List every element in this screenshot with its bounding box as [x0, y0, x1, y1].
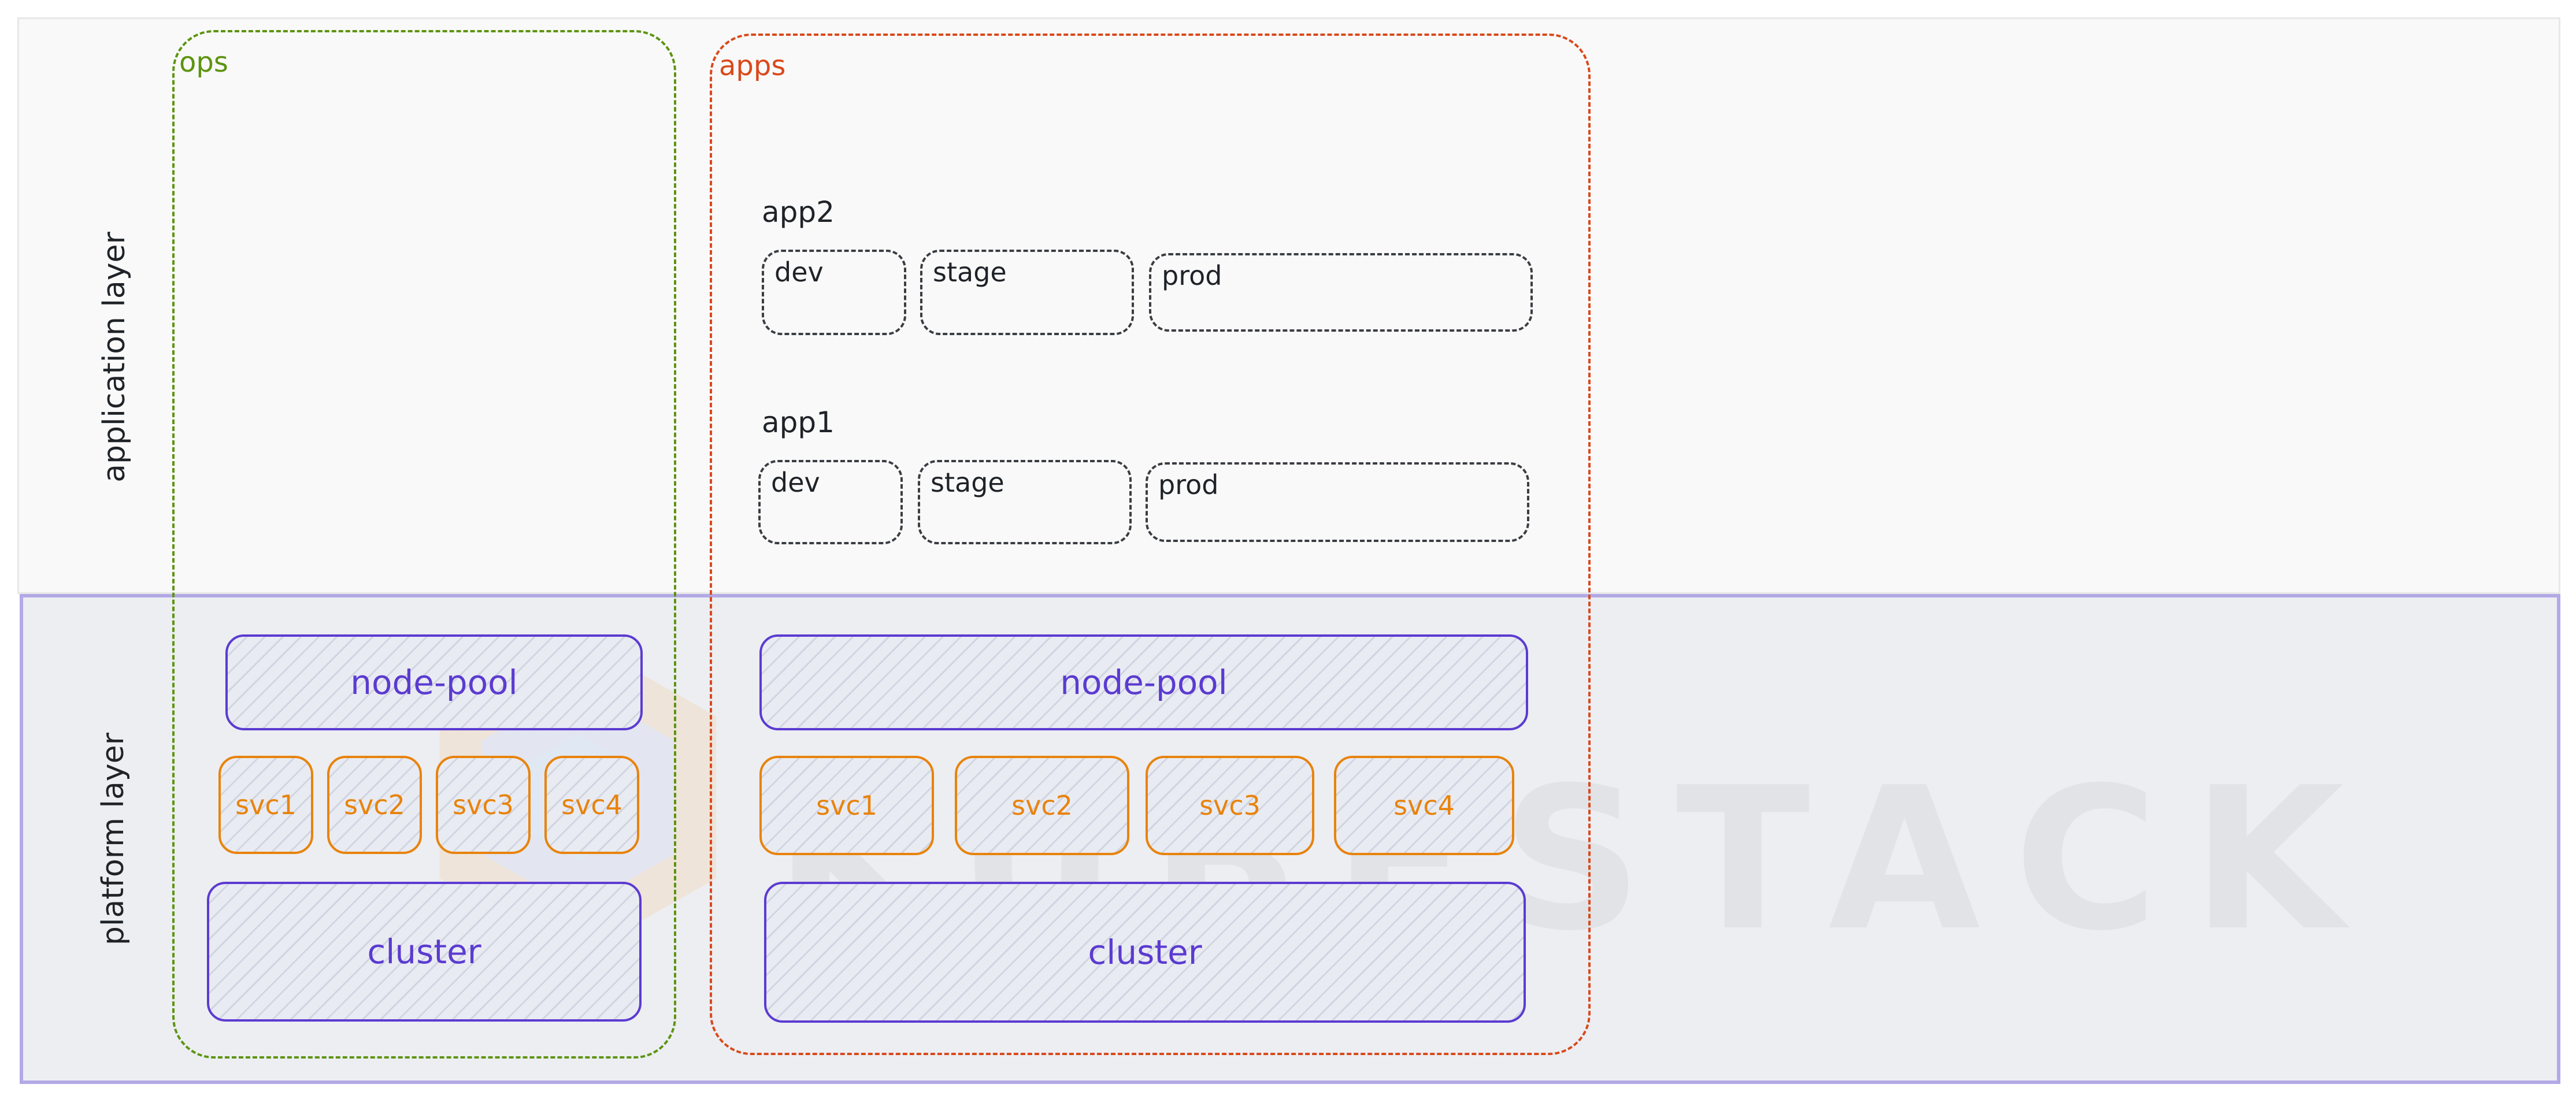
app1-title: app1 — [762, 406, 835, 439]
apps-service-svc3: svc3 — [1146, 756, 1314, 855]
env-label: stage — [931, 467, 1005, 498]
app1-env-stage: stage — [918, 460, 1132, 544]
ops-group-title: ops — [179, 46, 228, 79]
platform-layer-label: platform layer — [96, 733, 131, 945]
env-label: dev — [774, 257, 824, 288]
apps-service-svc1: svc1 — [759, 756, 934, 855]
apps-node-pool: node-pool — [759, 634, 1528, 730]
ops-service-svc4: svc4 — [544, 756, 639, 854]
app1-env-prod: prod — [1146, 462, 1529, 542]
apps-service-svc2: svc2 — [955, 756, 1129, 855]
env-label: prod — [1162, 260, 1222, 291]
ops-group — [172, 30, 676, 1059]
app2-env-dev: dev — [762, 250, 906, 335]
apps-cluster: cluster — [764, 882, 1526, 1023]
apps-group — [710, 34, 1591, 1055]
apps-group-title: apps — [719, 50, 786, 82]
env-label: dev — [771, 467, 820, 498]
ops-service-svc2: svc2 — [327, 756, 422, 854]
app2-env-stage: stage — [920, 250, 1134, 335]
application-layer — [17, 17, 2560, 594]
env-label: stage — [933, 257, 1007, 288]
ops-node-pool: node-pool — [225, 634, 643, 730]
ops-cluster: cluster — [207, 882, 642, 1022]
app2-env-prod: prod — [1149, 253, 1533, 332]
ops-service-svc3: svc3 — [436, 756, 531, 854]
ops-service-svc1: svc1 — [218, 756, 313, 854]
application-layer-label: application layer — [97, 232, 132, 482]
apps-service-svc4: svc4 — [1334, 756, 1514, 855]
app1-env-dev: dev — [758, 460, 903, 544]
env-label: prod — [1158, 469, 1219, 500]
app2-title: app2 — [762, 195, 835, 229]
